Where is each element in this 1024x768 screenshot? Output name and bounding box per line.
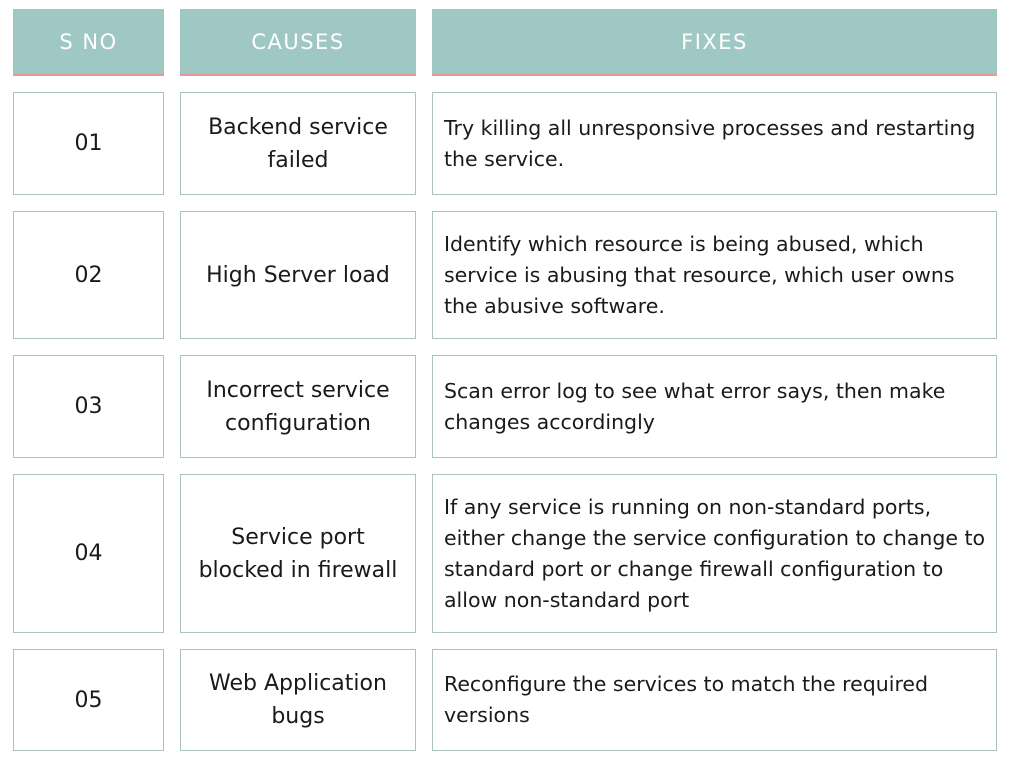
row-5-cause: Web Application bugs [209,671,387,729]
row-2-fix: Identify which resource is being abused,… [444,231,955,318]
row-4-cause-cell: Service port blocked in firewall [180,474,416,633]
header-causes: CAUSES [180,9,416,76]
row-2-sno: 02 [74,262,103,288]
row-3-fix: Scan error log to see what error says, t… [444,378,946,434]
row-4-cause: Service port blocked in firewall [198,524,398,583]
row-2-fix-cell: Identify which resource is being abused,… [432,211,997,339]
header-fixes: FIXES [432,9,997,76]
row-2-cause: High Server load [206,262,390,288]
row-4-sno-cell: 04 [13,474,164,633]
row-3-sno-cell: 03 [13,355,164,458]
row-5-fix: Reconfigure the services to match the re… [444,672,929,727]
row-2-sno-cell: 02 [13,211,164,339]
row-4-fix-cell: If any service is running on non-standar… [432,474,997,633]
row-1-sno: 01 [74,131,103,156]
row-1-cause: Backend service failed [208,114,388,173]
row-5-cause-cell: Web Application bugs [180,649,416,751]
row-2-cause-cell: High Server load [180,211,416,339]
row-5-sno-cell: 05 [13,649,164,751]
row-4-sno: 04 [74,541,103,566]
header-fixes-label: FIXES [681,29,748,54]
row-1-sno-cell: 01 [13,92,164,195]
header-causes-label: CAUSES [251,29,345,54]
row-5-sno: 05 [74,687,103,713]
row-3-cause: Incorrect service configuration [206,377,390,436]
header-sno-label: S NO [59,29,118,54]
header-sno: S NO [13,9,164,76]
row-1-fix-cell: Try killing all unresponsive processes a… [432,92,997,195]
row-1-fix: Try killing all unresponsive processes a… [444,115,976,171]
row-5-fix-cell: Reconfigure the services to match the re… [432,649,997,751]
row-3-cause-cell: Incorrect service configuration [180,355,416,458]
row-3-fix-cell: Scan error log to see what error says, t… [432,355,997,458]
row-3-sno: 03 [74,394,103,419]
row-4-fix: If any service is running on non-standar… [444,494,986,612]
row-1-cause-cell: Backend service failed [180,92,416,195]
